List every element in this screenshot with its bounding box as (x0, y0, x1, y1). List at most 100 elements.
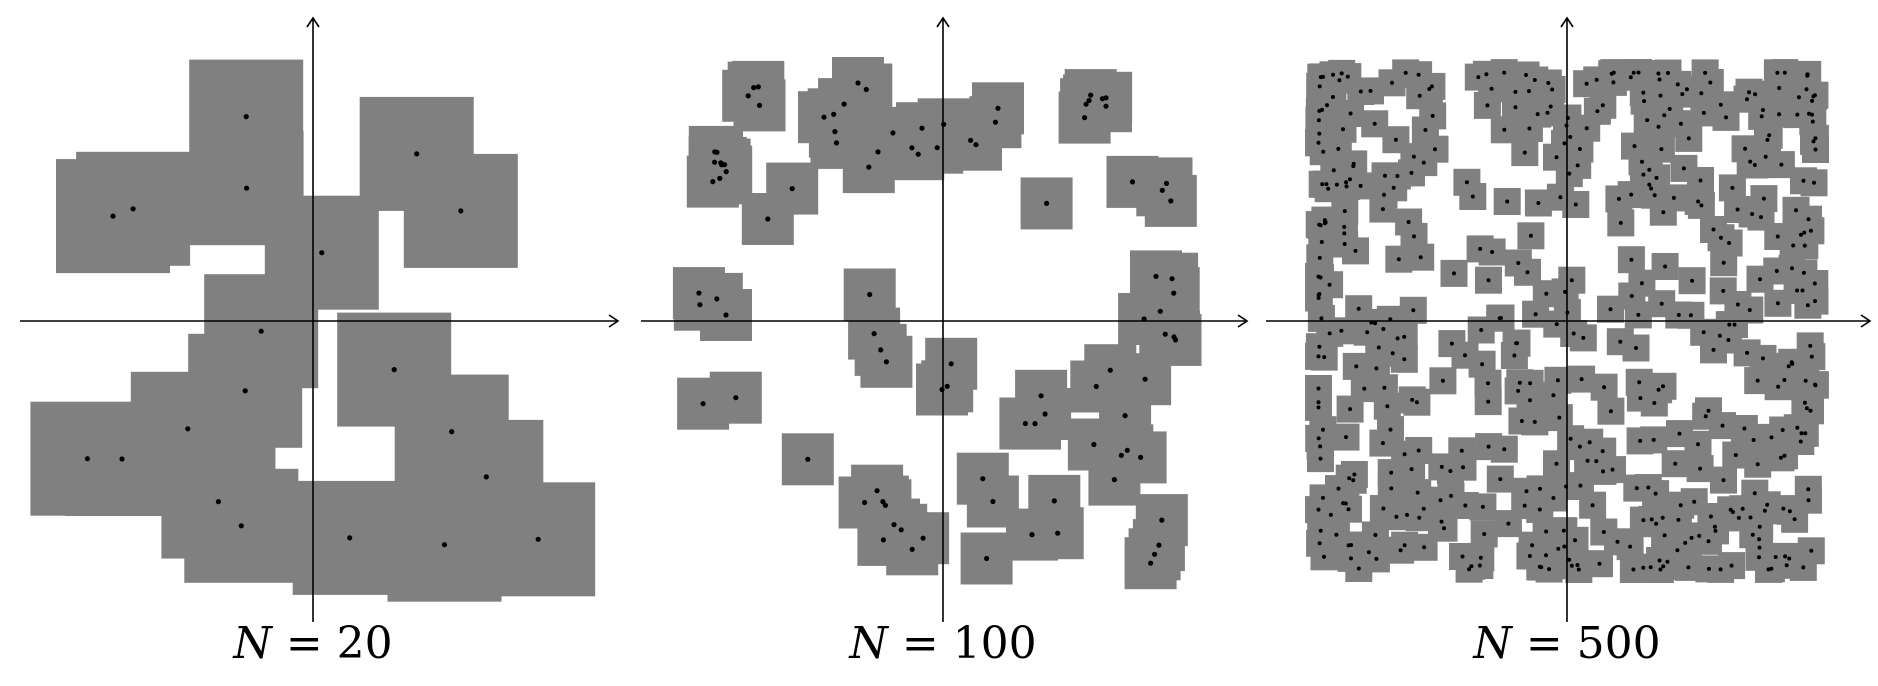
data-point (1418, 255, 1423, 260)
data-point (1787, 509, 1792, 514)
data-point (1654, 521, 1659, 526)
data-point (130, 206, 136, 212)
data-point (1721, 288, 1726, 293)
data-point (1628, 544, 1633, 549)
points-layer (1316, 70, 1818, 572)
data-point (1698, 466, 1703, 471)
data-point (1330, 95, 1335, 99)
data-point (1411, 154, 1416, 159)
data-point (1460, 554, 1465, 559)
data-point (84, 456, 90, 462)
data-point (1569, 563, 1574, 568)
data-point (1646, 485, 1651, 490)
data-point (1442, 526, 1446, 531)
data-point (880, 499, 886, 505)
data-point (789, 186, 795, 192)
data-point (1356, 566, 1361, 571)
data-point (1374, 366, 1379, 371)
data-point (1602, 385, 1607, 390)
data-point (1317, 344, 1322, 349)
data-point (1615, 539, 1620, 544)
data-point (1348, 407, 1353, 412)
data-point (1634, 346, 1638, 350)
data-point (939, 386, 945, 393)
data-point (1088, 92, 1094, 98)
data-point (697, 302, 703, 308)
data-point (1322, 218, 1327, 223)
data-point (1506, 521, 1511, 526)
data-point (1354, 364, 1359, 369)
data-point (1810, 119, 1815, 124)
data-point (1554, 155, 1559, 160)
data-point (1657, 558, 1662, 563)
data-point (1629, 192, 1634, 197)
data-point (1317, 131, 1322, 136)
data-point (1594, 459, 1599, 464)
data-point (1538, 486, 1542, 491)
data-point (1440, 378, 1445, 383)
data-point (1422, 545, 1427, 550)
data-point (1438, 498, 1443, 503)
data-point (1169, 276, 1175, 282)
data-point (1759, 114, 1764, 119)
data-point (934, 145, 940, 151)
data-point (1486, 381, 1490, 386)
data-point (1656, 387, 1661, 392)
data-point (1439, 464, 1444, 469)
data-point (1661, 384, 1665, 389)
data-point (1730, 185, 1735, 190)
data-point (1805, 303, 1810, 308)
data-point (1366, 550, 1371, 555)
data-point (1736, 515, 1741, 520)
data-point (1803, 431, 1808, 436)
data-point (1724, 115, 1728, 120)
data-point (1763, 154, 1768, 159)
data-point (1423, 128, 1428, 132)
data-point (1813, 147, 1818, 152)
data-point (1415, 490, 1420, 495)
data-point (1743, 146, 1748, 151)
data-point (1467, 567, 1472, 572)
data-point (1317, 108, 1322, 113)
data-point (1486, 278, 1491, 283)
data-point (915, 151, 921, 157)
data-point (1720, 423, 1725, 428)
data-point (1416, 448, 1421, 453)
data-point (1779, 162, 1784, 167)
data-point (1718, 102, 1723, 107)
data-point (1522, 503, 1527, 508)
data-point (1029, 532, 1035, 538)
data-point (1342, 209, 1347, 214)
axes (641, 16, 1249, 622)
data-point (119, 456, 125, 462)
data-point (1421, 506, 1426, 511)
data-point (1099, 96, 1105, 102)
data-point (1639, 281, 1644, 286)
data-point (1745, 350, 1750, 355)
data-point (751, 85, 757, 91)
data-point (1358, 89, 1363, 94)
data-point (1677, 431, 1682, 436)
data-point (1727, 322, 1732, 327)
data-point (1780, 428, 1785, 432)
data-point (1701, 110, 1706, 115)
data-point (1581, 335, 1586, 340)
data-point (1403, 70, 1408, 75)
data-point (1699, 203, 1704, 208)
data-point (1480, 504, 1485, 509)
data-point (1811, 139, 1816, 144)
data-point (1042, 411, 1048, 417)
data-point (1735, 207, 1740, 212)
data-point (1658, 93, 1663, 98)
data-point (1765, 502, 1770, 507)
data-point (1808, 343, 1813, 348)
points-layer (84, 114, 541, 548)
data-point (1675, 82, 1680, 87)
data-point (1663, 264, 1668, 269)
data-point (1718, 567, 1723, 572)
data-point (1661, 210, 1666, 215)
data-point (973, 142, 979, 148)
data-point (968, 137, 974, 143)
data-point (1162, 331, 1168, 337)
